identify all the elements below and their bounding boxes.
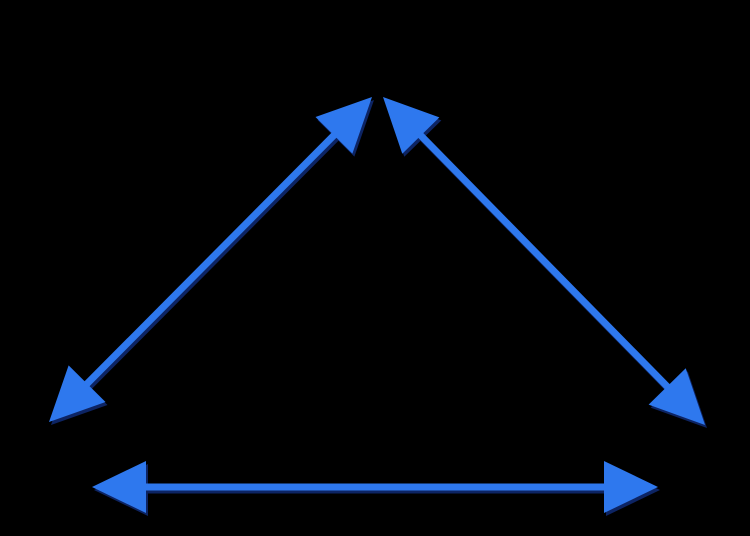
right-edge-shaft xyxy=(416,131,672,391)
left-edge-arrow xyxy=(49,97,372,422)
right-edge-arrowhead-start xyxy=(383,97,440,154)
bottom-edge-arrowhead-end xyxy=(604,461,658,513)
left-edge-arrowhead-end xyxy=(49,365,106,422)
left-edge-shaft xyxy=(82,130,339,389)
left-edge-arrowhead-start xyxy=(315,97,372,154)
right-edge-arrow xyxy=(383,97,705,425)
bottom-edge-arrowhead-start xyxy=(92,461,146,513)
bottom-edge-arrow xyxy=(92,461,658,513)
right-edge-arrowhead-end xyxy=(648,368,705,425)
